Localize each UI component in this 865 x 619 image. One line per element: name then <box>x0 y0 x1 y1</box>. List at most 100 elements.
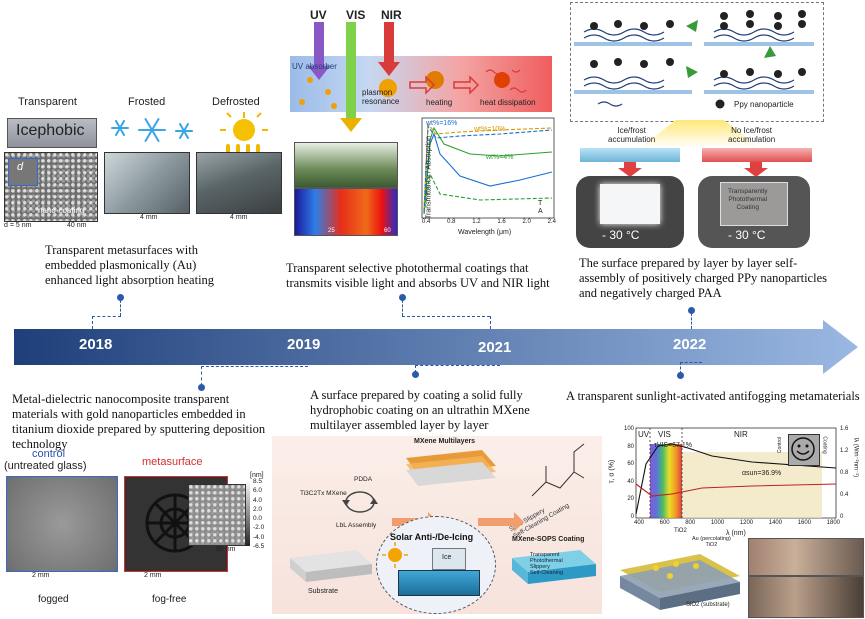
defrosted-photo <box>196 152 282 214</box>
coating-text: Transparently Photothermal Coating <box>728 188 768 211</box>
sun-icon <box>382 542 408 568</box>
ytick: 80 <box>627 443 634 450</box>
pdda-label: PDDA <box>354 476 373 483</box>
legend-a: A <box>538 208 543 215</box>
substrate-block <box>290 550 372 582</box>
label-frosted: Frosted <box>128 96 166 108</box>
ice-label: Ice <box>442 554 452 561</box>
ytick: 0 <box>630 513 634 520</box>
light-arrows <box>299 22 527 132</box>
molecule-icon <box>531 443 585 497</box>
band-vis-2: VIS <box>658 430 671 439</box>
cycle-arrows <box>342 491 378 513</box>
sops-sub-label: Transparent Photothermal Slippery Self-C… <box>530 552 564 576</box>
mxene-multilayers <box>406 450 496 486</box>
panel-2019: MXene Multilayers Ti3C2Tx MXene PDDA LbL… <box>272 436 602 614</box>
layer-schematic <box>574 10 814 109</box>
lbl-assembly-label: LbL Assembly <box>336 522 377 529</box>
d-value: d = 5 nm <box>4 222 32 229</box>
colorbar-tick: 4.0 <box>253 496 263 504</box>
caption-2021-top: Transparent selective photothermal coati… <box>286 261 550 290</box>
heating-label: heating <box>426 98 453 107</box>
icephobic-sample <box>7 118 97 148</box>
xtick: 2.4 <box>547 219 556 225</box>
caption-2019-bottom: A surface prepared by coating a solid fu… <box>310 388 530 432</box>
clear-substrate <box>702 148 812 162</box>
scale-4mm-a: 4 mm <box>140 214 158 221</box>
year-2019: 2019 <box>287 336 321 353</box>
tvis-label: τVIS=67.1% <box>654 442 692 449</box>
ytick: 40 <box>627 478 634 485</box>
xtick: 1200 <box>739 520 754 526</box>
sops-block <box>512 550 596 584</box>
scale-80nm: 80 nm <box>216 546 236 553</box>
connector-2018-top <box>120 300 121 316</box>
au-label: Au (percolating) TiO2 <box>692 536 731 548</box>
panel-2022-top: Ppy nanoparticle Ice/frost accumulation … <box>570 2 824 248</box>
temp-b: - 30 °C <box>728 228 766 242</box>
xtick: 600 <box>659 520 670 526</box>
spectrum-xticks: 400 600 800 1000 1200 1400 1600 1800 <box>634 520 840 529</box>
xlabel-2: λ (nm) <box>726 530 746 537</box>
connector-dot-2022-bottom <box>677 372 684 379</box>
panel-2018-bottom: control (untreated glass) metasurface 2 … <box>2 448 282 616</box>
xtick: 400 <box>634 520 645 526</box>
frost-yes-label: Ice/frost accumulation <box>608 126 656 144</box>
control-sub-label: (untreated glass) <box>4 460 87 472</box>
sops-label: MXene-SOPS Coating <box>512 536 585 543</box>
label-defrosted: Defrosted <box>212 96 260 108</box>
scale-4mm-b: 4 mm <box>230 214 248 221</box>
thermal-scale-min: 25 <box>328 228 335 234</box>
coated-slab <box>398 570 480 596</box>
xtick: 0.4 <box>422 219 431 225</box>
heat-dissipation-label: heat dissipation <box>480 98 536 107</box>
glasses-photo-top <box>748 538 864 576</box>
multilayers-label: MXene Multilayers <box>414 438 476 445</box>
colorbar-tick: 2.0 <box>253 505 263 513</box>
ytick: 60 <box>627 461 634 468</box>
chart-ylabel: Transmittance / Absorption <box>425 136 433 220</box>
colorbar-tick: 8.5 <box>253 478 263 485</box>
ytick: 1.6 <box>840 426 849 432</box>
year-2021: 2021 <box>478 339 512 356</box>
plasmon-label: plasmon resonance <box>362 88 400 106</box>
colorbar-tick: -6.5 <box>253 542 265 550</box>
xtick: 800 <box>685 520 696 526</box>
curve-10-A <box>423 122 553 211</box>
colorbar-ticks: 8.5 6.0 4.0 2.0 0.0 -2.0 -4.0 -6.5 <box>253 478 279 550</box>
band-uv: UV <box>310 8 327 22</box>
chart-xlabel: Wavelength (μm) <box>458 229 512 236</box>
down-arrows <box>618 162 768 177</box>
annot-4: wt%=4% <box>486 154 514 161</box>
connector-dot-2018-top <box>117 294 124 301</box>
control-text: Control <box>777 436 784 454</box>
panel-2022-bottom: UV VIS NIR τVIS=67.1% αsun=36.9% τ, α (%… <box>608 424 864 618</box>
ylabel-left: τ, α (%) <box>608 459 616 484</box>
caption-2022-bottom: A transparent sunlight-activated antifog… <box>566 389 860 403</box>
ytick: 1.2 <box>840 448 849 454</box>
caption-2018-top: Transparent metasurfaces with embedded p… <box>45 243 215 287</box>
solar-label: Solar Anti-/De-Icing <box>390 532 474 542</box>
curve-absorptance <box>635 483 837 497</box>
spectrum-yticks-right: 0 0.4 0.8 1.2 1.6 <box>840 426 860 520</box>
caption-2018-bottom: Metal-dielectric nanocomposite transpare… <box>12 392 266 451</box>
transmittance-chart <box>421 117 555 219</box>
connector-dot-2019-bottom <box>412 371 419 378</box>
xtick: 2.0 <box>522 219 531 225</box>
legend-t: T <box>538 200 543 207</box>
thermal-scale-max: 60 <box>384 228 391 234</box>
connector-dot-2021-top <box>399 294 406 301</box>
nm-unit: [nm] <box>250 472 264 479</box>
curve-4-A <box>423 172 553 215</box>
ytick: 100 <box>623 426 634 432</box>
year-2022: 2022 <box>673 336 707 353</box>
band-vis: VIS <box>346 8 366 22</box>
sio2-label: SiO2 (substrate) <box>686 602 730 608</box>
band-nir-2: NIR <box>734 430 748 439</box>
layer-stack <box>620 554 740 610</box>
ytick: 20 <box>627 496 634 503</box>
ytick: 0.8 <box>840 470 849 476</box>
ice-block <box>432 548 466 570</box>
colorbar-tick: -2.0 <box>253 524 265 532</box>
glasses-photo-bottom <box>748 576 864 618</box>
